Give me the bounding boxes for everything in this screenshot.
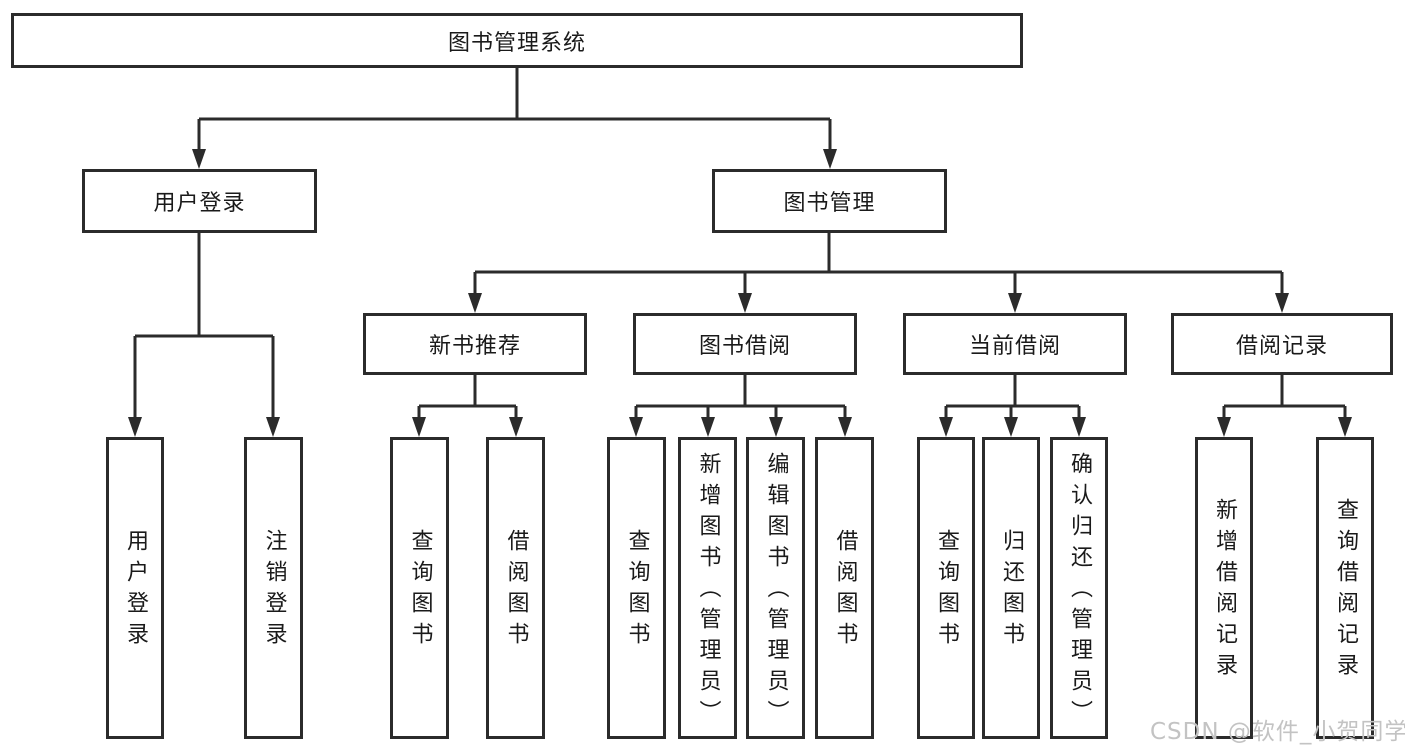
leaf-bb-edit-book-admin: 编辑图书（管理员） [746, 437, 805, 739]
connector-borrow-record [1217, 375, 1352, 437]
node-book-management: 图书管理 [712, 169, 947, 233]
leaf-br-query-record: 查询借阅记录 [1316, 437, 1374, 739]
connector-new-book-recommend [412, 375, 523, 437]
connector-book-borrow [629, 375, 852, 437]
leaf-cb-return-book: 归还图书 [982, 437, 1040, 739]
node-root: 图书管理系统 [11, 13, 1023, 68]
leaf-nbr-borrow-book: 借阅图书 [486, 437, 545, 739]
leaf-bb-borrow-book: 借阅图书 [815, 437, 874, 739]
node-new-book-recommend: 新书推荐 [363, 313, 587, 375]
connector-root [192, 68, 837, 169]
leaf-cb-confirm-return-admin: 确认归还（管理员） [1050, 437, 1108, 739]
leaf-bb-query-book: 查询图书 [607, 437, 666, 739]
leaf-user-login: 用户登录 [106, 437, 164, 739]
watermark-text: CSDN @软件_小贺同学 [1150, 719, 1405, 745]
connector-book-management [468, 233, 1289, 313]
leaf-cb-query-book: 查询图书 [917, 437, 975, 739]
leaf-logout: 注销登录 [244, 437, 303, 739]
node-book-borrow: 图书借阅 [633, 313, 857, 375]
node-borrow-record: 借阅记录 [1171, 313, 1393, 375]
connector-current-borrow [939, 375, 1086, 437]
leaf-nbr-query-book: 查询图书 [390, 437, 449, 739]
connector-user-login [128, 233, 280, 437]
node-current-borrow: 当前借阅 [903, 313, 1127, 375]
leaf-bb-add-book-admin: 新增图书（管理员） [678, 437, 737, 739]
node-user-login: 用户登录 [82, 169, 317, 233]
leaf-br-add-record: 新增借阅记录 [1195, 437, 1253, 739]
